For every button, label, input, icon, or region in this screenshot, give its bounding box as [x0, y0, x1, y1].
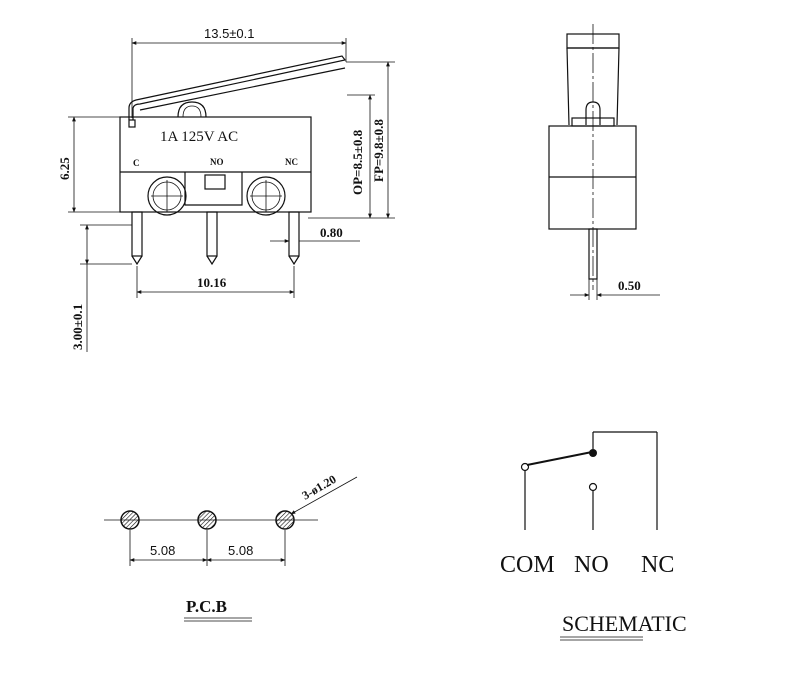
pin-thickness-dimension: 0.50	[618, 278, 641, 293]
actuator-lever	[128, 55, 347, 120]
end-view-pin	[588, 228, 598, 280]
pin-nc	[288, 211, 300, 257]
pcb-hole-3	[275, 510, 295, 530]
length-dimension: 13.5±0.1	[204, 26, 255, 41]
end-view: 0.50	[548, 24, 660, 300]
height-dimension: 6.25	[57, 157, 72, 180]
pcb-title: P.C.B	[186, 597, 227, 616]
pin-pitch-dimension: 10.16	[197, 275, 227, 290]
schematic-label-nc: NC	[641, 552, 674, 578]
pcb-footprint: 5.08 5.08 3-ø1.20 P.C.B	[104, 472, 358, 622]
pcb-hole-1	[120, 510, 140, 530]
side-view: 1A 125V AC C NO NC 13.5±0.1 6.25 OP=8.5±…	[57, 26, 395, 352]
schematic-title: SCHEMATIC	[562, 611, 687, 636]
rating-label: 1A 125V AC	[160, 129, 238, 145]
schematic-label-com: COM	[500, 552, 555, 578]
pcb-hole-2	[197, 510, 217, 530]
pin-com	[131, 211, 143, 257]
pcb-spacing-1: 5.08	[150, 543, 175, 558]
pin-label-no: NO	[210, 157, 224, 167]
schematic-label-no: NO	[574, 552, 609, 578]
fp-dimension: FP=9.8±0.8	[371, 119, 386, 182]
pcb-spacing-2: 5.08	[228, 543, 253, 558]
mounting-hole-left	[147, 176, 187, 216]
op-dimension: OP=8.5±0.8	[350, 129, 365, 195]
pin-label-c: C	[133, 158, 140, 168]
schematic: COM NO NC SCHEMATIC	[500, 431, 687, 641]
pin-no	[206, 211, 218, 257]
pin-width-dimension: 0.80	[320, 225, 343, 240]
pin-label-nc: NC	[285, 157, 298, 167]
mounting-hole-right	[246, 176, 286, 216]
pin-length-dimension: 3.00±0.1	[70, 304, 85, 350]
